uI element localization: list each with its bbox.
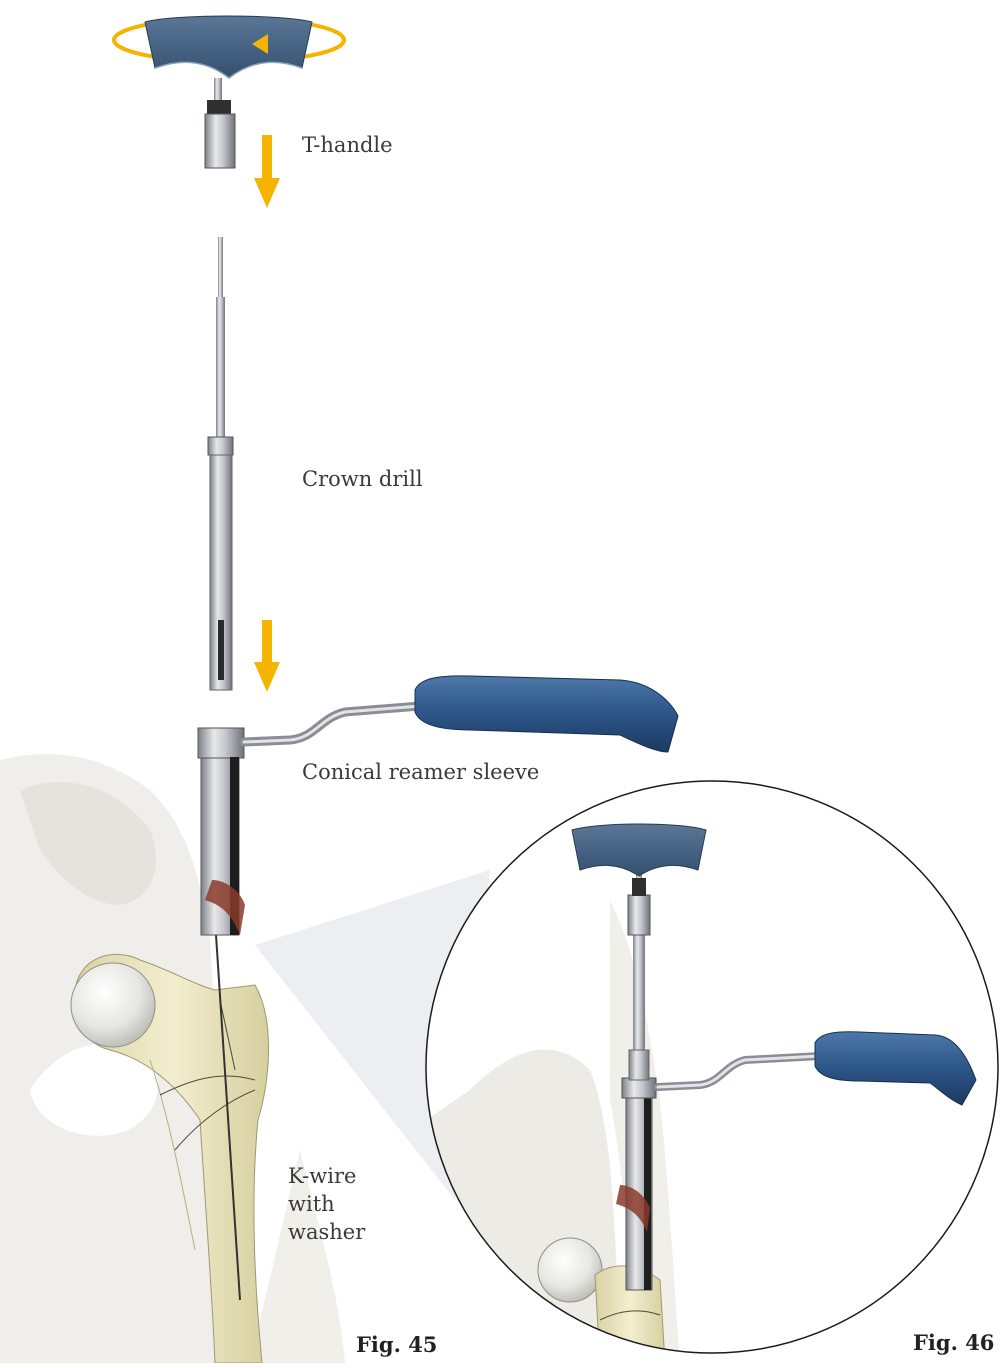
crown-drill: [208, 237, 233, 690]
t-handle-label: T-handle: [302, 131, 393, 159]
direction-arrows: [254, 135, 280, 692]
arrow-down-icon: [254, 620, 280, 692]
k-wire-label-line3: washer: [288, 1218, 365, 1246]
crown-drill-label: Crown drill: [302, 465, 423, 493]
magnified-view: [426, 781, 998, 1363]
figure-caption-right: Fig. 46: [913, 1330, 994, 1355]
conical-reamer-sleeve-label: Conical reamer sleeve: [302, 758, 539, 786]
k-wire-label-line2: with: [288, 1190, 365, 1218]
arrow-down-icon: [254, 135, 280, 208]
k-wire-label: K-wire with washer: [288, 1162, 365, 1246]
figure-caption-left: Fig. 45: [356, 1332, 437, 1357]
k-wire-label-line1: K-wire: [288, 1162, 365, 1190]
